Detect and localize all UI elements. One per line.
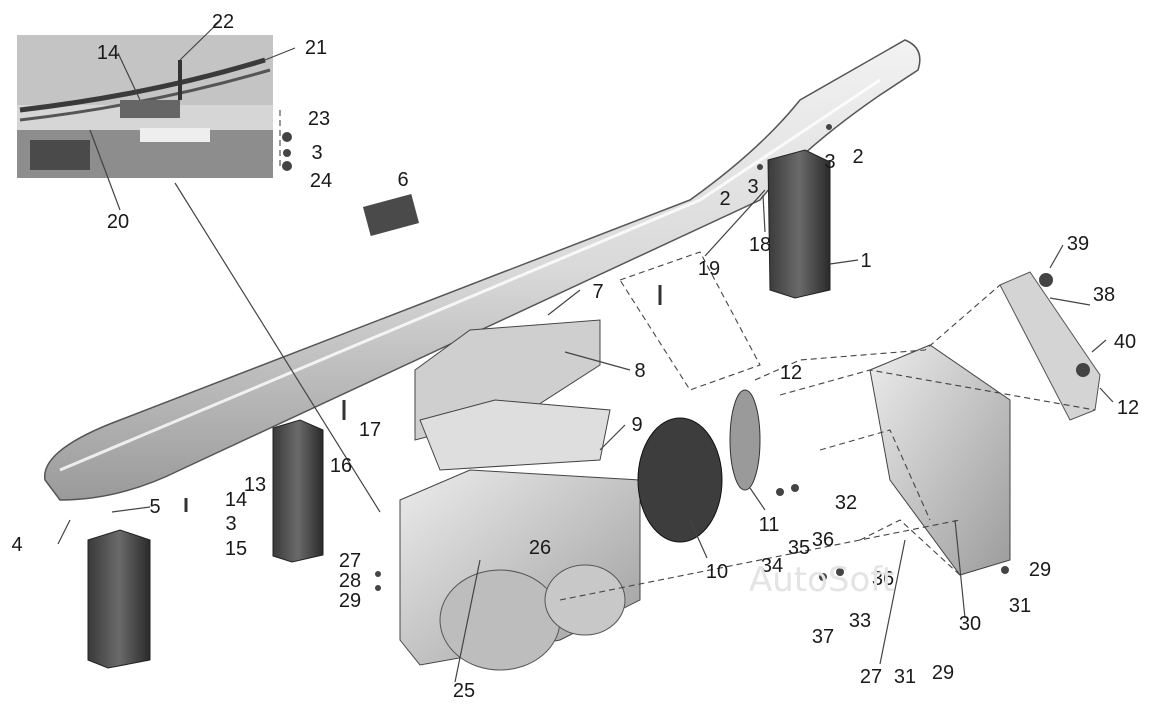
part-label-32: 32: [834, 492, 858, 514]
part-label-14a: 14: [96, 42, 120, 64]
part-label-3c: 3: [747, 176, 759, 198]
watermark-text: AutoSoft: [748, 560, 896, 600]
bolts: [184, 285, 662, 512]
part-label-22: 22: [211, 11, 235, 33]
part-label-20: 20: [106, 211, 130, 233]
part-label-7: 7: [592, 281, 604, 303]
fasteners: [282, 124, 1090, 591]
part-label-14b: 14: [224, 489, 248, 511]
part-label-4: 4: [11, 534, 23, 556]
part-label-40: 40: [1113, 331, 1137, 353]
long-duct: [44, 39, 921, 501]
part-label-30: 30: [958, 613, 982, 635]
part-label-24: 24: [309, 170, 333, 192]
inset-photo: [17, 35, 273, 178]
part-label-3b: 3: [824, 151, 836, 173]
leader-lines: [57, 20, 1114, 683]
part-label-5: 5: [149, 496, 161, 518]
part-label-12a: 12: [779, 362, 803, 384]
part-label-37: 37: [811, 626, 835, 648]
part-label-25: 25: [452, 680, 476, 702]
part-label-3d: 3: [225, 513, 237, 535]
part-label-27a: 27: [338, 550, 362, 572]
part-label-17: 17: [358, 419, 382, 441]
dashed-guides: [279, 110, 1096, 601]
part-label-29c: 29: [931, 662, 955, 684]
part-label-33: 33: [848, 610, 872, 632]
part-label-35: 35: [787, 537, 811, 559]
part-label-2b: 2: [852, 146, 864, 168]
part-label-16: 16: [329, 455, 353, 477]
part-label-27b: 27: [859, 666, 883, 688]
part-label-21: 21: [304, 37, 328, 59]
part-label-23: 23: [307, 108, 331, 130]
part-label-19: 19: [697, 258, 721, 280]
part-label-11: 11: [758, 514, 780, 536]
part-label-3a: 3: [311, 142, 323, 164]
part-label-29a: 29: [338, 590, 362, 612]
part-label-6: 6: [397, 169, 409, 191]
part-label-36a: 36: [811, 529, 835, 551]
part-label-26: 26: [528, 537, 552, 559]
part-label-1: 1: [860, 250, 872, 272]
heater-housing: [399, 271, 1101, 671]
part-label-2a: 2: [719, 188, 731, 210]
part-label-12b: 12: [1116, 397, 1140, 419]
part-label-8: 8: [634, 360, 646, 382]
duct-tubes: [87, 149, 831, 669]
part-label-28: 28: [338, 570, 362, 592]
part-label-15: 15: [224, 538, 248, 560]
part-label-31a: 31: [1008, 595, 1032, 617]
part-label-13: 13: [243, 474, 267, 496]
part-label-34: 34: [760, 555, 784, 577]
part-label-9: 9: [631, 414, 643, 436]
part-label-29b: 29: [1028, 559, 1052, 581]
part-label-18: 18: [748, 234, 772, 256]
part-label-10: 10: [705, 561, 729, 583]
part-label-31b: 31: [893, 666, 917, 688]
part-label-38: 38: [1092, 284, 1116, 306]
part-label-36b: 36: [871, 568, 895, 590]
part-label-39: 39: [1066, 233, 1090, 255]
